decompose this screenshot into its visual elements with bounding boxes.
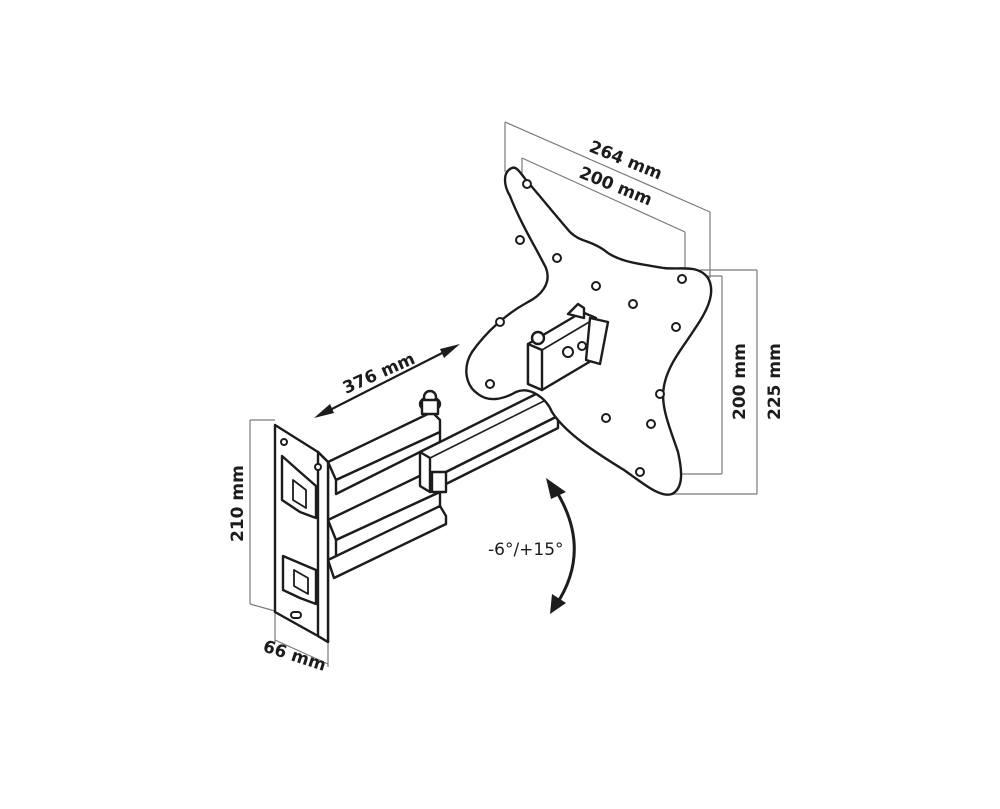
label-wall-plate-height: 210 mm bbox=[228, 465, 248, 542]
label-plate-outer-height: 225 mm bbox=[765, 343, 785, 420]
wall-plate bbox=[273, 423, 330, 644]
arm-length-arrow bbox=[314, 344, 460, 418]
tilt-bracket bbox=[526, 302, 610, 392]
label-arm-extension: 376 mm bbox=[340, 349, 418, 399]
dimension-lines bbox=[249, 121, 758, 667]
tilt-arrow bbox=[546, 478, 576, 614]
label-wall-plate-depth: 66 mm bbox=[260, 637, 328, 676]
label-tilt-range: -6°/+15° bbox=[488, 540, 564, 560]
label-plate-hole-height: 200 mm bbox=[730, 343, 750, 420]
